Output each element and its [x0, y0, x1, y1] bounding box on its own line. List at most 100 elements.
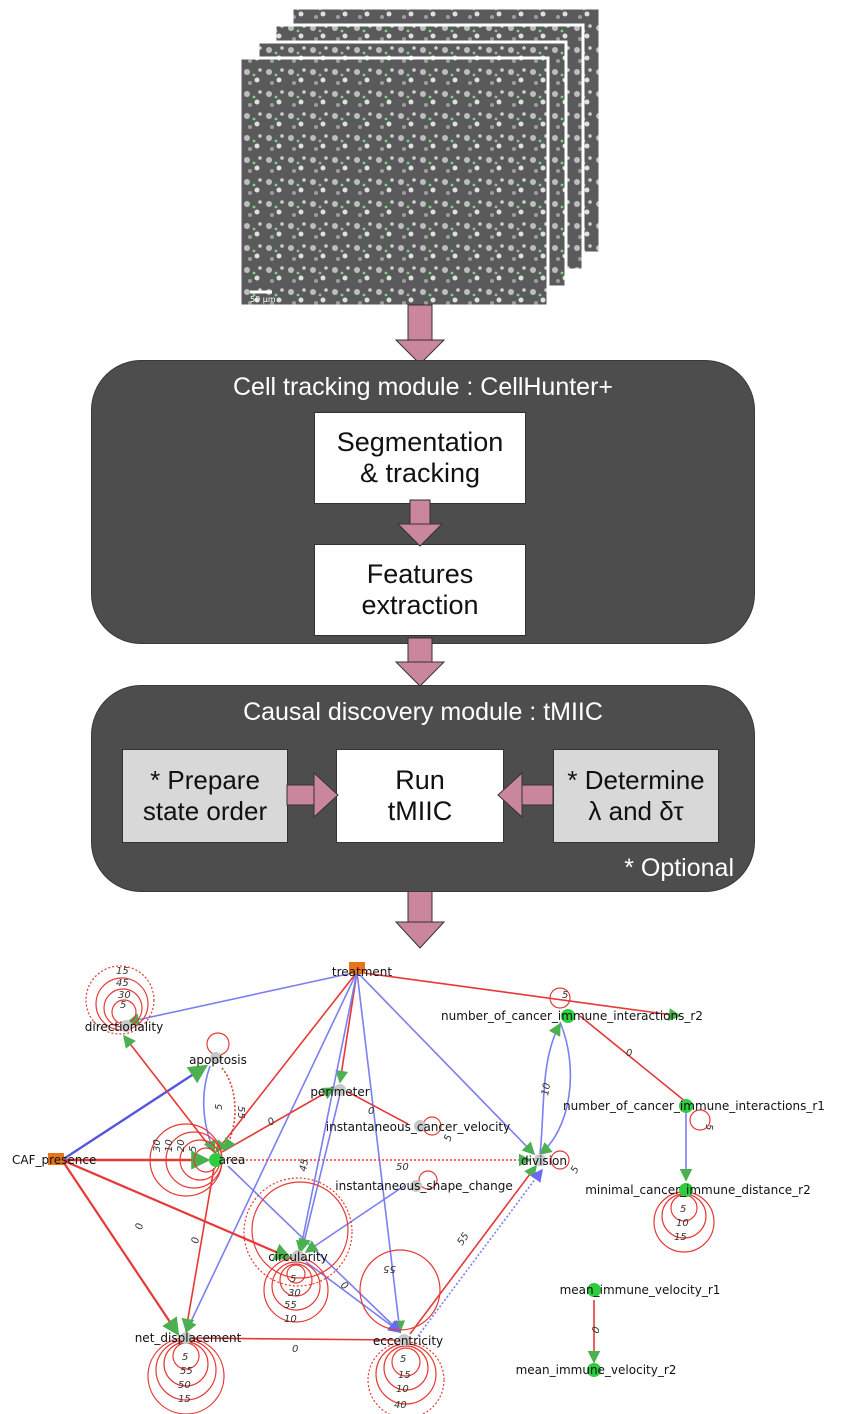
label-ecc: eccentricity — [373, 1334, 443, 1348]
label-caf: CAF_presence — [12, 1153, 96, 1167]
edge-label-perimeter-circularity: 45 — [298, 1158, 311, 1172]
node-miv1 — [587, 1283, 601, 1297]
svg-text:10: 10 — [396, 1384, 409, 1395]
svg-text:50: 50 — [396, 1162, 409, 1173]
edge-label-ecc-division: 55 — [455, 1231, 471, 1248]
svg-text:55: 55 — [235, 1106, 246, 1119]
edge-label-nci2-division: 10 — [540, 1082, 553, 1096]
edge-label-icv-perimeter: 0 — [368, 1106, 374, 1117]
edge-nci2-division — [538, 1021, 572, 1156]
svg-text:5: 5 — [290, 1274, 296, 1285]
optional-note: * Optional — [624, 854, 734, 882]
svg-text:5: 5 — [188, 1146, 199, 1152]
edge-treatment-area — [215, 971, 358, 1154]
microscopy-frame — [238, 56, 550, 308]
svg-text:55: 55 — [180, 1366, 193, 1377]
edge-treatment-circularity — [295, 971, 358, 1254]
edge-icv-perimeter — [347, 1091, 409, 1125]
edge-label-area-net: 0 — [190, 1236, 202, 1244]
svg-text:20: 20 — [176, 1139, 187, 1152]
svg-text:55: 55 — [383, 1263, 396, 1274]
node-mcd2 — [679, 1183, 693, 1197]
node-area — [209, 1153, 223, 1167]
svg-text:30: 30 — [118, 990, 131, 1001]
node-labels: treatment directionality apoptosis CAF_p… — [12, 965, 825, 1377]
run-tmiic-box: Run tMIIC — [336, 749, 504, 843]
node-icv — [414, 1120, 426, 1132]
edge-treatment-net — [185, 971, 358, 1334]
edge-label-apoptosis-area: 5 — [214, 1104, 225, 1110]
edge-net-ecc — [185, 1337, 397, 1341]
node-net — [180, 1332, 192, 1344]
label-area: area — [219, 1153, 246, 1167]
image-stack: 50 µm — [238, 6, 602, 308]
causal-discovery-title: Causal discovery module : tMIIC — [243, 698, 603, 726]
svg-text:5: 5 — [562, 990, 568, 1001]
edge-treatment-perimeter — [335, 971, 358, 1084]
svg-text:30: 30 — [288, 1288, 301, 1299]
prepare-state-order-box: * Prepare state order — [122, 749, 288, 843]
edge-label-miv1-miv2: 0 — [590, 1325, 603, 1335]
cell-tracking-title: Cell tracking module : CellHunter+ — [232, 373, 614, 401]
label-directionality: directionality — [85, 1020, 163, 1034]
label-division: division — [521, 1154, 567, 1168]
flow-arrow-4 — [394, 884, 446, 949]
edge-area-perimeter — [221, 1087, 336, 1153]
edge-treatment-directionality — [126, 971, 358, 1026]
svg-text:10: 10 — [164, 1139, 175, 1152]
node-circularity — [292, 1250, 304, 1262]
label-isc: instantaneous_shape_change — [335, 1179, 512, 1193]
node-directionality — [120, 1020, 132, 1032]
edge-label-net-ecc: 0 — [292, 1344, 298, 1355]
svg-text:5: 5 — [182, 1352, 188, 1363]
label-treatment: treatment — [332, 965, 392, 979]
svg-text:5: 5 — [703, 1124, 714, 1130]
svg-text:15: 15 — [116, 966, 129, 977]
network-nodes — [48, 962, 693, 1377]
label-net: net_displacement — [135, 1331, 242, 1345]
label-apoptosis: apoptosis — [189, 1053, 247, 1067]
node-nci2 — [561, 1009, 575, 1023]
label-nci1: number_of_cancer_immune_interactions_r1 — [563, 1099, 825, 1113]
label-miv2: mean_immune_velocity_r2 — [516, 1363, 677, 1377]
svg-text:5: 5 — [680, 1204, 686, 1215]
label-icv: instantaneous_cancer_velocity — [326, 1120, 510, 1134]
label-perimeter: perimeter — [310, 1085, 369, 1099]
node-treatment — [349, 962, 365, 974]
label-miv1: mean_immune_velocity_r1 — [560, 1283, 721, 1297]
label-nci2: number_of_cancer_immune_interactions_r2 — [441, 1009, 703, 1023]
svg-text:50: 50 — [178, 1380, 191, 1391]
node-isc — [410, 1180, 422, 1192]
edge-area-net — [181, 1167, 215, 1332]
svg-text:15: 15 — [178, 1394, 191, 1405]
svg-text:5: 5 — [400, 1354, 406, 1365]
svg-text:15: 15 — [674, 1232, 687, 1243]
label-circularity: circularity — [268, 1250, 328, 1264]
edge-label-circularity-ecc: 0 — [338, 1280, 350, 1293]
edge-caf-net — [61, 1159, 180, 1336]
segmentation-box: Segmentation & tracking — [314, 412, 526, 504]
flow-arrow-1 — [394, 304, 446, 365]
svg-text:5: 5 — [569, 1164, 582, 1175]
edge-apoptosis-area — [202, 1065, 216, 1154]
svg-text:5: 5 — [442, 1133, 455, 1143]
svg-text:10: 10 — [676, 1218, 689, 1229]
self-loop-labels: 15 45 30 5 55 30 10 20 5 5 30 55 10 5 55… — [116, 966, 714, 1411]
svg-text:40: 40 — [394, 1400, 407, 1411]
svg-text:15: 15 — [398, 1370, 411, 1381]
edge-circularity-ecc — [305, 1261, 402, 1333]
edge-treatment-nci2 — [356, 971, 682, 1021]
determine-lambda-box: * Determine λ and δτ — [553, 749, 719, 843]
label-mcd2: minimal_cancer_immune_distance_r2 — [585, 1183, 811, 1197]
svg-text:45: 45 — [116, 978, 129, 989]
network-edges — [61, 971, 693, 1364]
node-apoptosis — [210, 1052, 222, 1064]
node-miv2 — [587, 1363, 601, 1377]
edge-caf-apoptosis — [61, 1064, 209, 1162]
node-perimeter — [334, 1084, 346, 1096]
node-nci1 — [679, 1099, 693, 1113]
edge-isc-circularity — [304, 1185, 405, 1253]
edge-treatment-ecc — [356, 971, 406, 1334]
edge-label-area-perimeter: 0 — [266, 1116, 277, 1129]
